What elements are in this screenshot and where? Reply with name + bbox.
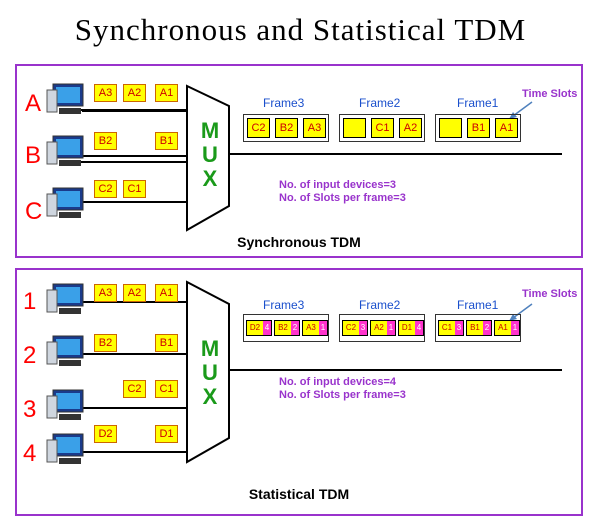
source-label-4: 4	[23, 440, 37, 467]
slot-address: 2	[291, 321, 299, 335]
mux-letter: M	[200, 118, 220, 143]
slot-address: 1	[387, 321, 395, 335]
input-box: A1	[155, 284, 178, 302]
frame-label: Frame3	[263, 298, 305, 312]
input-box: D2	[94, 425, 117, 443]
input-box: A3	[94, 84, 117, 102]
time-slots-label: Time Slots	[522, 288, 578, 300]
input-box: A3	[94, 284, 117, 302]
frame-box	[339, 114, 425, 142]
source-label-2: 2	[23, 342, 37, 369]
info-line: No. of input devices=3	[279, 179, 397, 191]
input-box: B2	[94, 132, 117, 150]
slot	[439, 118, 462, 138]
source-label-c: C	[25, 198, 43, 225]
slot-address: 1	[511, 321, 519, 335]
slot-address: 4	[263, 321, 271, 335]
slot: B1	[467, 118, 490, 138]
slot: A1	[495, 118, 518, 138]
sync-wiring	[79, 84, 562, 232]
frame-box	[243, 114, 329, 142]
statistical-tdm-panel: 1 A3 A2 A1 2 B2 B1 3 C2 C1 4 D2 D1 M U X…	[15, 268, 583, 516]
time-slots-label: Time Slots	[522, 88, 578, 100]
page-title: Synchronous and Statistical TDM	[74, 12, 527, 47]
slot-address: 3	[359, 321, 367, 335]
mux-letter: U	[202, 360, 218, 385]
slot: A3	[303, 118, 326, 138]
slot-data: D2	[247, 321, 263, 335]
slot-data: B2	[275, 321, 291, 335]
slot-data: A2	[371, 321, 387, 335]
synchronous-tdm-panel: A A3 A2 A1 B B2 B1 C C2 C1 M U X Frame3 …	[15, 64, 583, 258]
slot-data: C2	[343, 321, 359, 335]
frame-label: Frame1	[457, 298, 499, 312]
frame-box	[435, 114, 521, 142]
arrow-icon	[512, 101, 533, 117]
input-box: B1	[155, 132, 178, 150]
slot-address: 3	[455, 321, 463, 335]
panel-caption: Statistical TDM	[248, 486, 350, 502]
input-box: A2	[123, 84, 146, 102]
input-box: C1	[155, 380, 178, 398]
mux-letter: X	[202, 166, 218, 191]
info-line: No. of input devices=4	[279, 376, 397, 388]
input-box: B2	[94, 334, 117, 352]
frame-label: Frame2	[359, 298, 401, 312]
slot-data: B1	[467, 321, 483, 335]
info-line: No. of Slots per frame=3	[279, 389, 406, 401]
input-box: A1	[155, 84, 178, 102]
slot-address: 1	[319, 321, 327, 335]
input-box: B1	[155, 334, 178, 352]
panel-caption: Synchronous TDM	[237, 234, 361, 250]
slot-data: A3	[303, 321, 319, 335]
frame-box	[243, 314, 329, 342]
stat-wiring	[82, 280, 562, 464]
input-box: C1	[123, 180, 146, 198]
mux-letter: U	[202, 142, 218, 167]
slot: B2	[275, 118, 298, 138]
source-label-a: A	[25, 90, 42, 117]
input-box: A2	[123, 284, 146, 302]
mux-block	[186, 280, 230, 464]
frame-box	[435, 314, 521, 342]
slot-data: C1	[439, 321, 455, 335]
slot	[343, 118, 366, 138]
slot: A2	[399, 118, 422, 138]
frame-label: Frame2	[359, 96, 401, 110]
source-label-1: 1	[23, 288, 37, 315]
slot: C1	[371, 118, 394, 138]
slot-data: A1	[495, 321, 511, 335]
input-box: D1	[155, 425, 178, 443]
slot: C2	[247, 118, 270, 138]
mux-letter: X	[202, 384, 218, 409]
slot-data: D1	[399, 321, 415, 335]
frame-box	[339, 314, 425, 342]
source-label-3: 3	[23, 396, 37, 423]
input-box: C2	[123, 380, 146, 398]
arrow-icon	[512, 303, 533, 319]
source-label-b: B	[25, 142, 42, 169]
slot-address: 4	[415, 321, 423, 335]
mux-block	[186, 84, 230, 232]
frame-label: Frame1	[457, 96, 499, 110]
input-box: C2	[94, 180, 117, 198]
mux-letter: M	[200, 336, 220, 361]
slot-address: 2	[483, 321, 491, 335]
info-line: No. of Slots per frame=3	[279, 192, 406, 204]
frame-label: Frame3	[263, 96, 305, 110]
